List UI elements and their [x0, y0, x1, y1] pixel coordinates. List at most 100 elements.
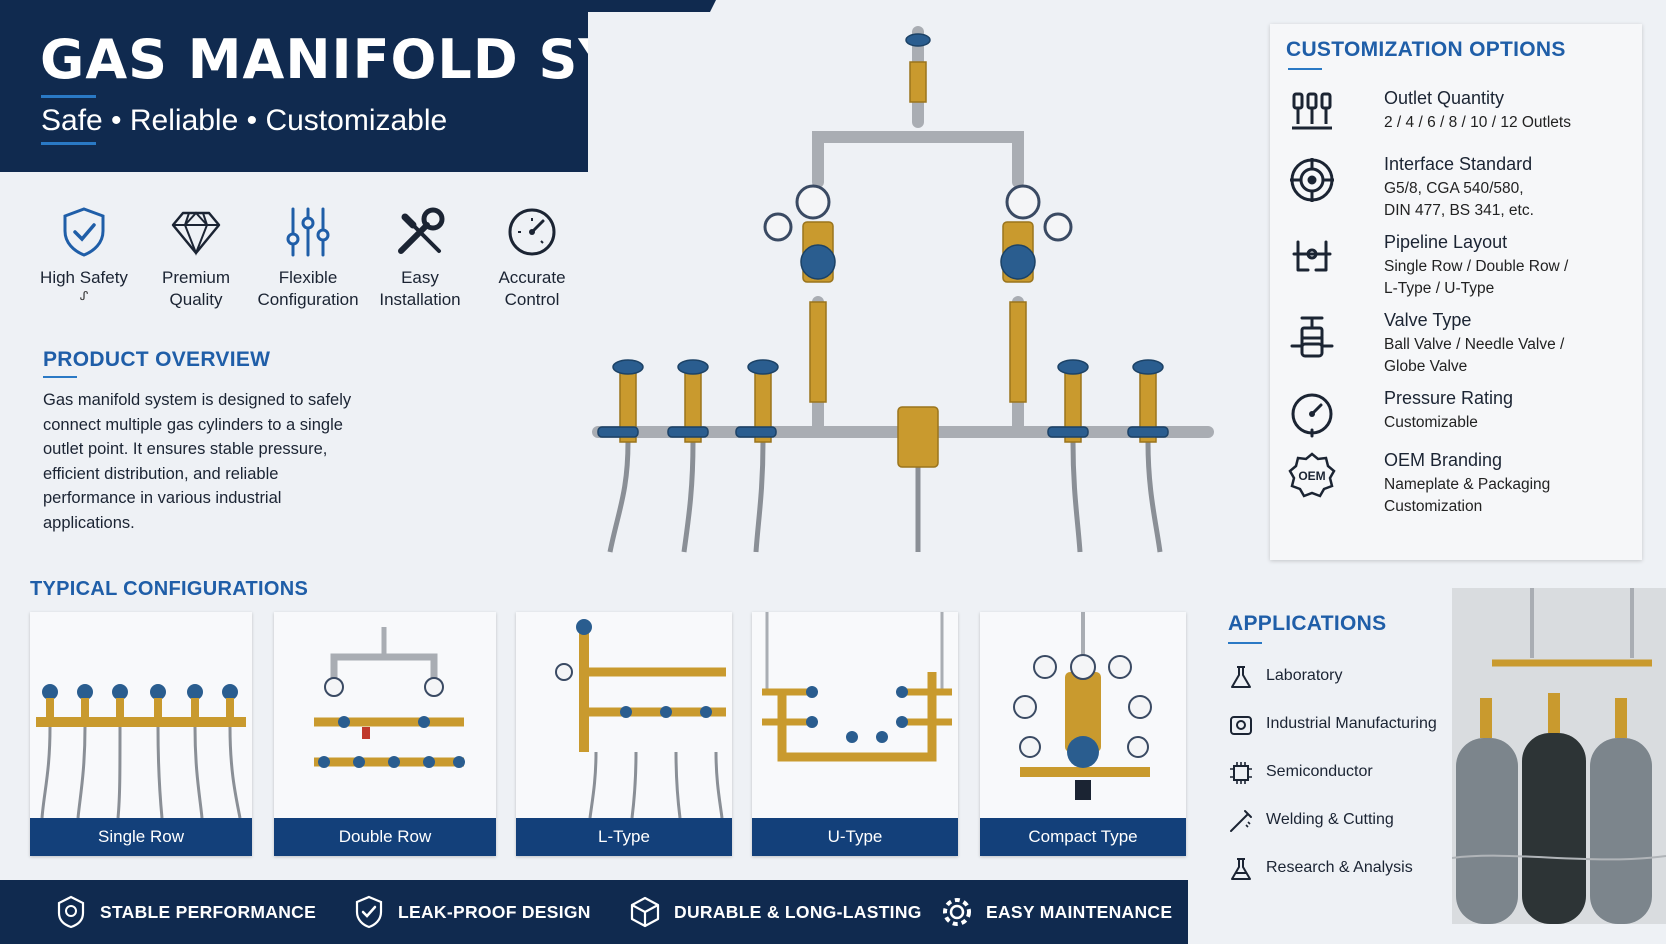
- application-label: Industrial Manufacturing: [1266, 715, 1437, 732]
- subtitle-rule: [41, 142, 96, 145]
- u-type-image: [752, 612, 958, 818]
- option-desc-line: Single Row / Double Row /: [1384, 258, 1569, 275]
- option-desc: 2 / 4 / 6 / 8 / 10 / 12 Outlets: [1384, 112, 1624, 134]
- config-label: Double Row: [274, 818, 496, 856]
- target-icon: [1290, 158, 1334, 202]
- overview-line: Gas manifold system is designed to safel…: [43, 391, 352, 409]
- config-label: Single Row: [30, 818, 252, 856]
- title-rule: [41, 95, 96, 98]
- option-title: OEM Branding: [1384, 450, 1503, 470]
- feature-label: Quality: [169, 290, 223, 309]
- config-card-u-type[interactable]: U-Type: [752, 612, 958, 856]
- footer-item-stable-performance: STABLE PERFORMANCE: [54, 880, 316, 944]
- footer-item-durable: DURABLE & LONG-LASTING: [628, 880, 922, 944]
- feature-easy-installation: Easy Installation: [364, 205, 476, 325]
- config-card-single-row[interactable]: Single Row: [30, 612, 252, 856]
- config-card-compact-type[interactable]: Compact Type: [980, 612, 1186, 856]
- application-item: Laboratory: [1228, 662, 1448, 692]
- option-desc-line: Nameplate & Packaging: [1384, 476, 1551, 493]
- config-label: U-Type: [752, 818, 958, 856]
- application-item: Industrial Manufacturing: [1228, 710, 1448, 740]
- compact-type-image: [980, 612, 1186, 818]
- welding-torch-icon: [1230, 810, 1252, 832]
- option-desc: Customizable: [1384, 412, 1624, 434]
- feature-high-safety: High Safety ᔑ: [28, 205, 140, 325]
- overview-heading: PRODUCT OVERVIEW: [43, 348, 271, 371]
- option-title: Interface Standard: [1384, 154, 1533, 174]
- footer-item-easy-maintenance: EASY MAINTENANCE: [940, 880, 1172, 944]
- l-type-image: [516, 612, 732, 818]
- option-desc-line: L-Type / U-Type: [1384, 280, 1495, 297]
- option-title: Outlet Quantity: [1384, 88, 1505, 108]
- option-title: Pipeline Layout: [1384, 232, 1508, 252]
- option-desc-line: 2 / 4 / 6 / 8 / 10 / 12 Outlets: [1384, 114, 1571, 131]
- application-label: Welding & Cutting: [1266, 811, 1394, 828]
- overview-line: performance in various industrial: [43, 489, 282, 507]
- option-desc-line: Customizable: [1384, 414, 1478, 431]
- option-desc-line: DIN 477, BS 341, etc.: [1384, 202, 1534, 219]
- customization-heading: CUSTOMIZATION OPTIONS: [1286, 38, 1566, 61]
- factory-icon: [1230, 716, 1252, 735]
- application-label: Semiconductor: [1266, 763, 1373, 780]
- application-item: Semiconductor: [1228, 758, 1448, 788]
- option-desc-line: Customization: [1384, 498, 1483, 515]
- configurations-heading: TYPICAL CONFIGURATIONS: [30, 578, 309, 600]
- pressure-gauge-icon: [1291, 393, 1333, 438]
- page-subtitle: Safe • Reliable • Customizable: [41, 104, 448, 137]
- config-card-l-type[interactable]: L-Type: [516, 612, 732, 856]
- pipeline-icon: [1292, 240, 1332, 272]
- configurations-gallery: Single Row Double Row L-Type: [30, 612, 1188, 856]
- feature-accurate-control: Accurate Control: [476, 205, 588, 325]
- shield-check-icon: [63, 207, 105, 257]
- manifold-product-image: [588, 12, 1220, 562]
- flask-icon: [1231, 666, 1251, 688]
- overview-text: Gas manifold system is designed to safel…: [43, 388, 363, 535]
- feature-label: Configuration: [257, 290, 359, 309]
- option-desc-line: G5/8, CGA 540/580,: [1384, 180, 1524, 197]
- option-desc: Single Row / Double Row / L-Type / U-Typ…: [1384, 256, 1624, 300]
- footer-label: DURABLE & LONG-LASTING: [674, 901, 922, 922]
- stable-badge-icon: [57, 895, 85, 929]
- feature-label: Premium: [161, 268, 230, 287]
- gas-cylinders-image: [1452, 588, 1666, 924]
- application-label: Laboratory: [1266, 667, 1343, 684]
- feature-row: High Safety ᔑ Premium Quality Flexible C…: [28, 205, 588, 325]
- feature-label: Installation: [379, 290, 461, 309]
- config-card-double-row[interactable]: Double Row: [274, 612, 496, 856]
- applications-rule: [1228, 642, 1262, 644]
- single-row-image: [30, 612, 252, 818]
- gear-icon: [943, 898, 971, 926]
- footer-label: EASY MAINTENANCE: [986, 901, 1173, 922]
- application-label: Research & Analysis: [1266, 859, 1413, 876]
- option-desc: Ball Valve / Needle Valve / Globe Valve: [1384, 334, 1624, 378]
- footer-label: STABLE PERFORMANCE: [100, 901, 317, 922]
- feature-label: High Safety: [40, 268, 128, 287]
- feature-premium-quality: Premium Quality: [140, 205, 252, 325]
- overview-line: connect multiple gas cylinders to a sing…: [43, 415, 343, 434]
- customization-rule: [1288, 68, 1322, 70]
- double-row-image: [274, 612, 496, 818]
- oem-badge-text: OEM: [1298, 469, 1325, 483]
- option-title: Valve Type: [1384, 310, 1472, 330]
- overview-line: applications.: [43, 513, 135, 532]
- shield-icon: [355, 895, 383, 929]
- overview-line: outlet point. It ensures stable pressure…: [43, 440, 328, 458]
- overview-line: efficient distribution, and reliable: [43, 464, 279, 483]
- config-label: L-Type: [516, 818, 732, 856]
- sliders-icon: [286, 207, 330, 257]
- feature-label-small: ᔑ: [79, 289, 89, 303]
- oem-badge-icon: OEM: [1288, 452, 1336, 498]
- option-title: Pressure Rating: [1384, 388, 1514, 408]
- option-desc: G5/8, CGA 540/580, DIN 477, BS 341, etc.: [1384, 178, 1624, 222]
- footer-bar: STABLE PERFORMANCE LEAK-PROOF DESIGN DUR…: [0, 880, 1188, 944]
- feature-flexible-configuration: Flexible Configuration: [252, 205, 364, 325]
- option-desc: Nameplate & Packaging Customization: [1384, 474, 1624, 518]
- wrench-screwdriver-icon: [398, 207, 445, 254]
- footer-item-leak-proof-design: LEAK-PROOF DESIGN: [352, 880, 591, 944]
- option-desc-line: Ball Valve / Needle Valve /: [1384, 336, 1565, 353]
- feature-label: Easy: [401, 268, 439, 287]
- valve-icon: [1290, 316, 1334, 358]
- overview-rule: [43, 376, 77, 378]
- applications-panel: APPLICATIONS Laboratory Industrial Manuf…: [1214, 604, 1446, 924]
- cube-icon: [630, 896, 660, 928]
